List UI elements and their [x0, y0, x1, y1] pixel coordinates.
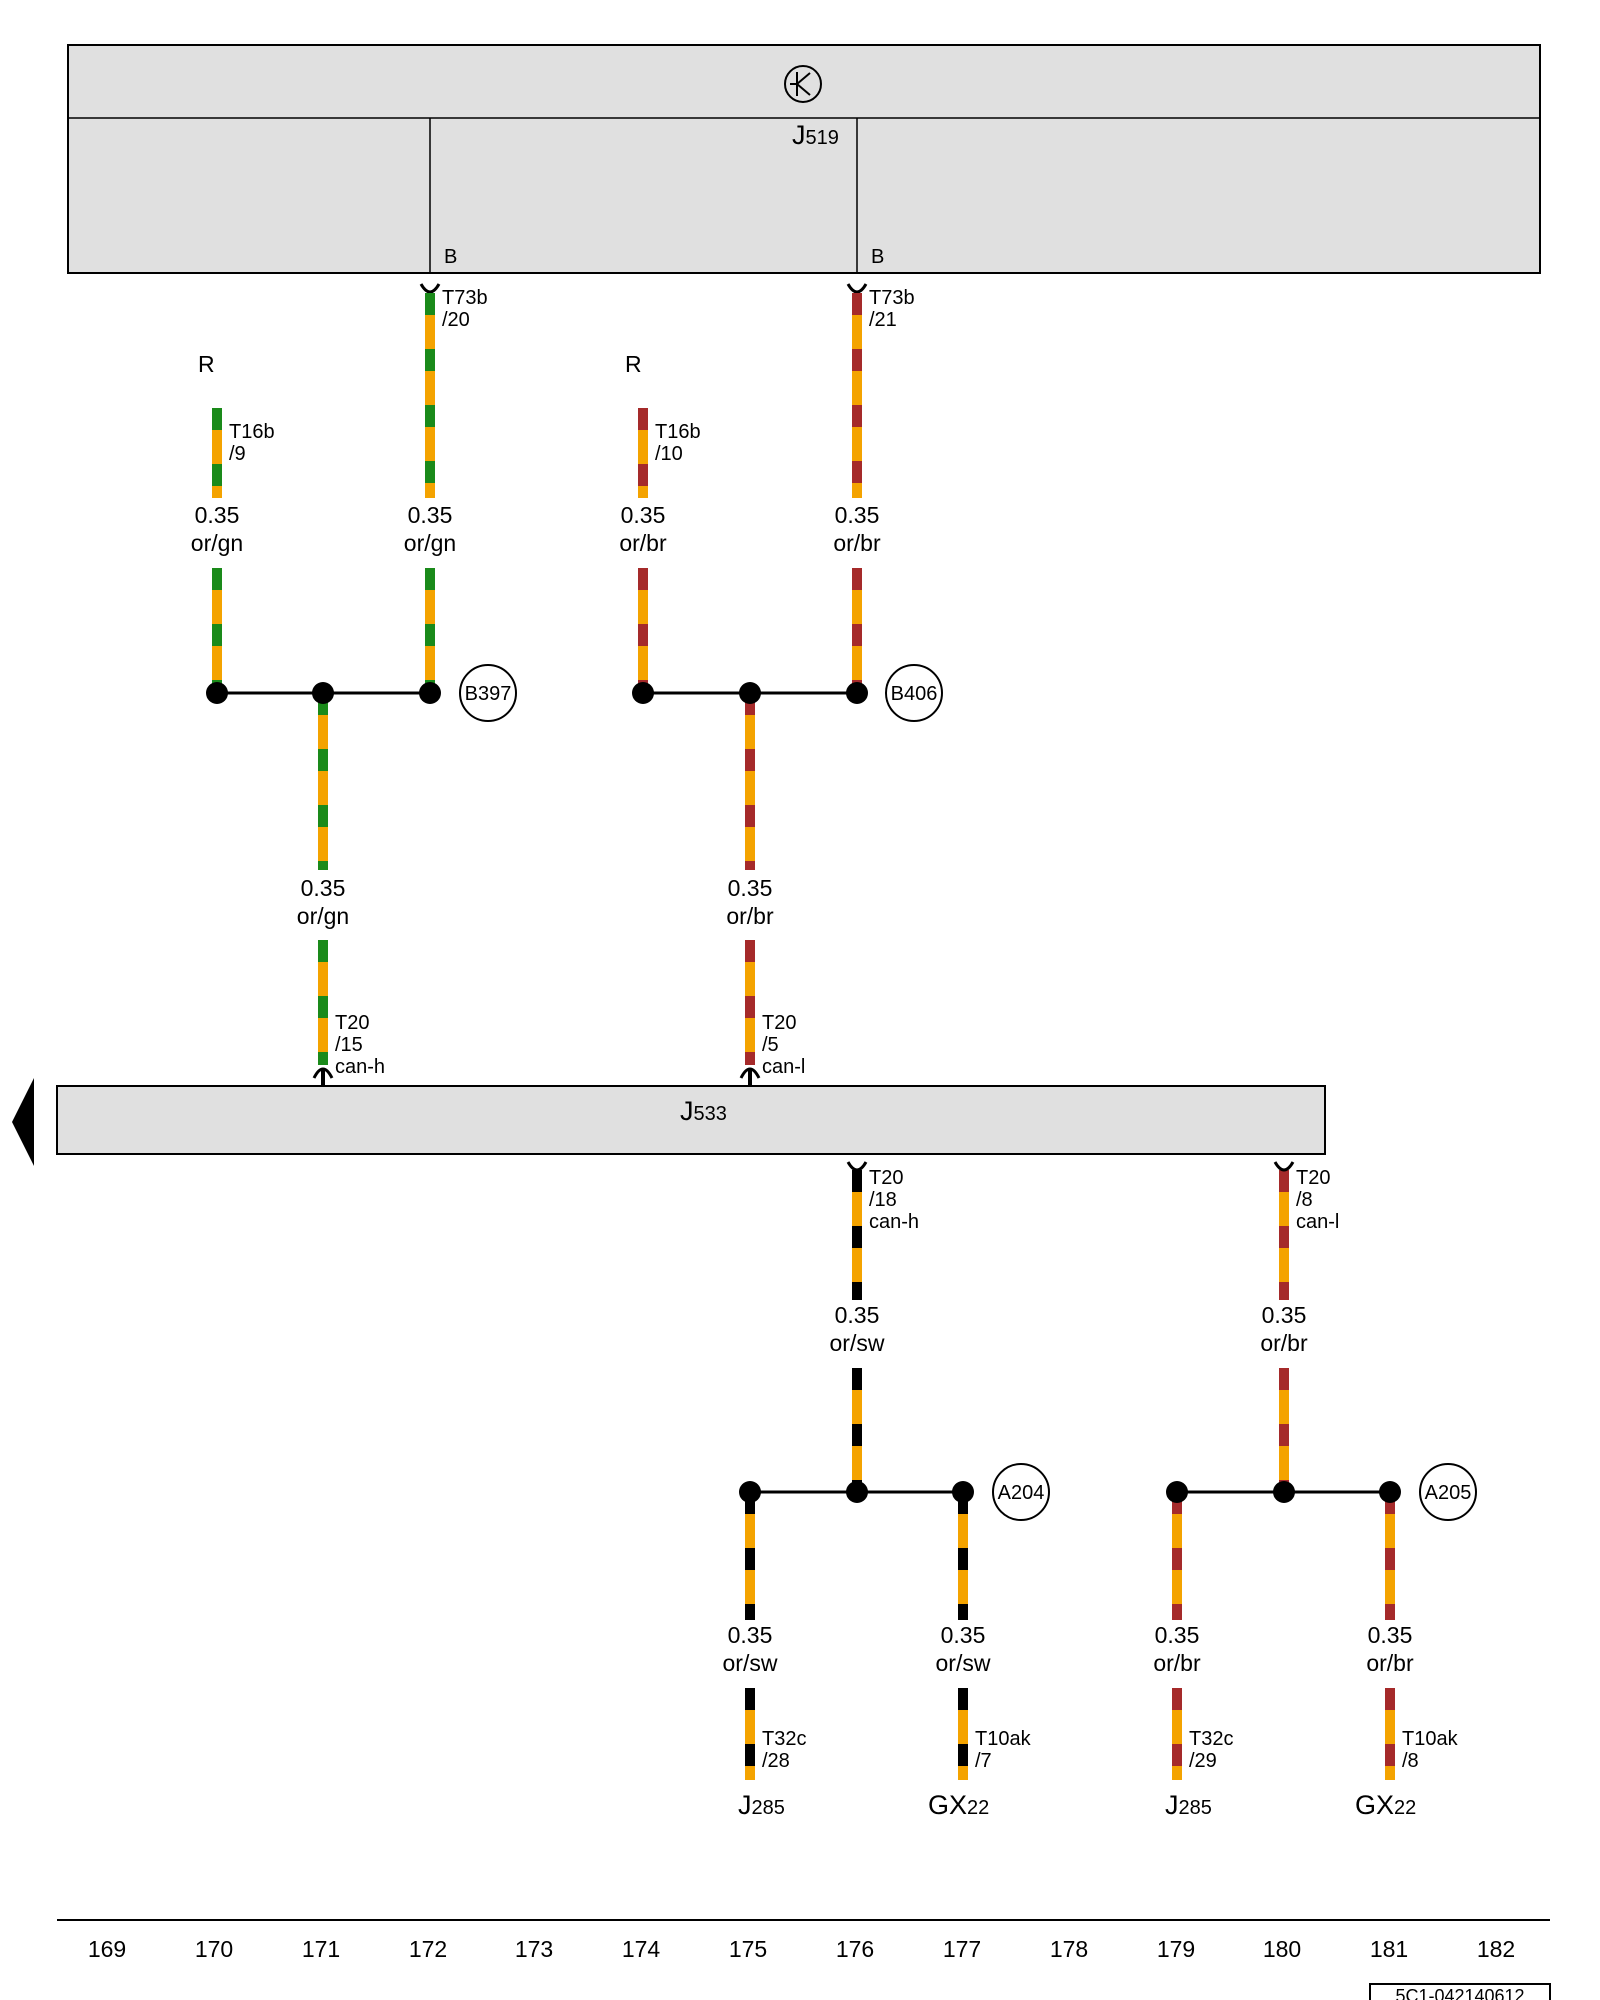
connector-t20-15-icon — [312, 1067, 334, 1079]
reference-label: 5C1-042140612 — [1395, 1986, 1524, 2000]
column-number: 170 — [195, 1936, 233, 1962]
connector-t20-5-icon — [739, 1067, 761, 1079]
r-label-right: R — [625, 351, 642, 377]
splice-b406: B406 — [885, 664, 943, 722]
reference-box — [1369, 1983, 1551, 2000]
column-numbers: 169 170 171 172 173 174 175 176 177 178 … — [88, 1936, 1515, 1962]
pin-letter-b-right: B — [871, 246, 884, 268]
wire-or-sw — [745, 1170, 968, 1780]
r-label-left: R — [198, 351, 215, 377]
wire-or-br — [638, 293, 1395, 1780]
j533-label: J533 — [680, 1096, 727, 1126]
t32c-28-label: T32c/28 — [762, 1728, 806, 1772]
column-number: 174 — [622, 1936, 661, 1962]
splice-b397: B397 — [459, 664, 517, 722]
t32c-29-label: T32c/29 — [1189, 1728, 1233, 1772]
column-number: 175 — [729, 1936, 767, 1962]
column-number: 177 — [943, 1936, 981, 1962]
j519-label: J519 — [792, 120, 839, 150]
splice-a205: A205 — [1419, 1463, 1477, 1521]
j519-box — [67, 44, 1541, 274]
pin-letter-b-left: B — [444, 246, 457, 268]
connector-t73b-21-icon — [846, 283, 868, 294]
svg-text:B397: B397 — [465, 683, 512, 705]
t73b-21-label: T73b/21 — [869, 287, 915, 331]
t10ak-7-label: T10ak/7 — [975, 1728, 1032, 1772]
wire-or-gn — [212, 293, 435, 1065]
transistor-symbol-icon — [784, 65, 822, 103]
svg-text:A204: A204 — [998, 1482, 1045, 1504]
t10ak-8-label: T10ak/8 — [1402, 1728, 1459, 1772]
column-number: 176 — [836, 1936, 874, 1962]
column-number: 182 — [1477, 1936, 1515, 1962]
component-j285-b: J285 — [1165, 1790, 1212, 1820]
column-number: 171 — [302, 1936, 340, 1962]
svg-text:A205: A205 — [1425, 1482, 1472, 1504]
column-number: 173 — [515, 1936, 553, 1962]
column-number: 178 — [1050, 1936, 1088, 1962]
component-gx22-a: GX22 — [928, 1790, 989, 1820]
column-number: 179 — [1157, 1936, 1195, 1962]
component-j285-a: J285 — [738, 1790, 785, 1820]
t16b-10-label: T16b/10 — [655, 421, 701, 465]
connector-t20-8-icon — [1273, 1161, 1295, 1172]
column-number: 169 — [88, 1936, 126, 1962]
splice-a204: A204 — [992, 1463, 1050, 1521]
svg-text:B406: B406 — [891, 683, 938, 705]
t73b-20-label: T73b/20 — [442, 287, 488, 331]
connector-t73b-20-icon — [419, 283, 441, 294]
column-number: 172 — [409, 1936, 447, 1962]
junction-dots — [206, 682, 1401, 1503]
column-number: 180 — [1263, 1936, 1301, 1962]
component-gx22-b: GX22 — [1355, 1790, 1416, 1820]
j533-box — [56, 1085, 1326, 1155]
column-number: 181 — [1370, 1936, 1408, 1962]
continuation-arrow-icon — [12, 1078, 34, 1166]
t16b-9-label: T16b/9 — [229, 421, 275, 465]
connector-t20-18-icon — [846, 1161, 868, 1172]
